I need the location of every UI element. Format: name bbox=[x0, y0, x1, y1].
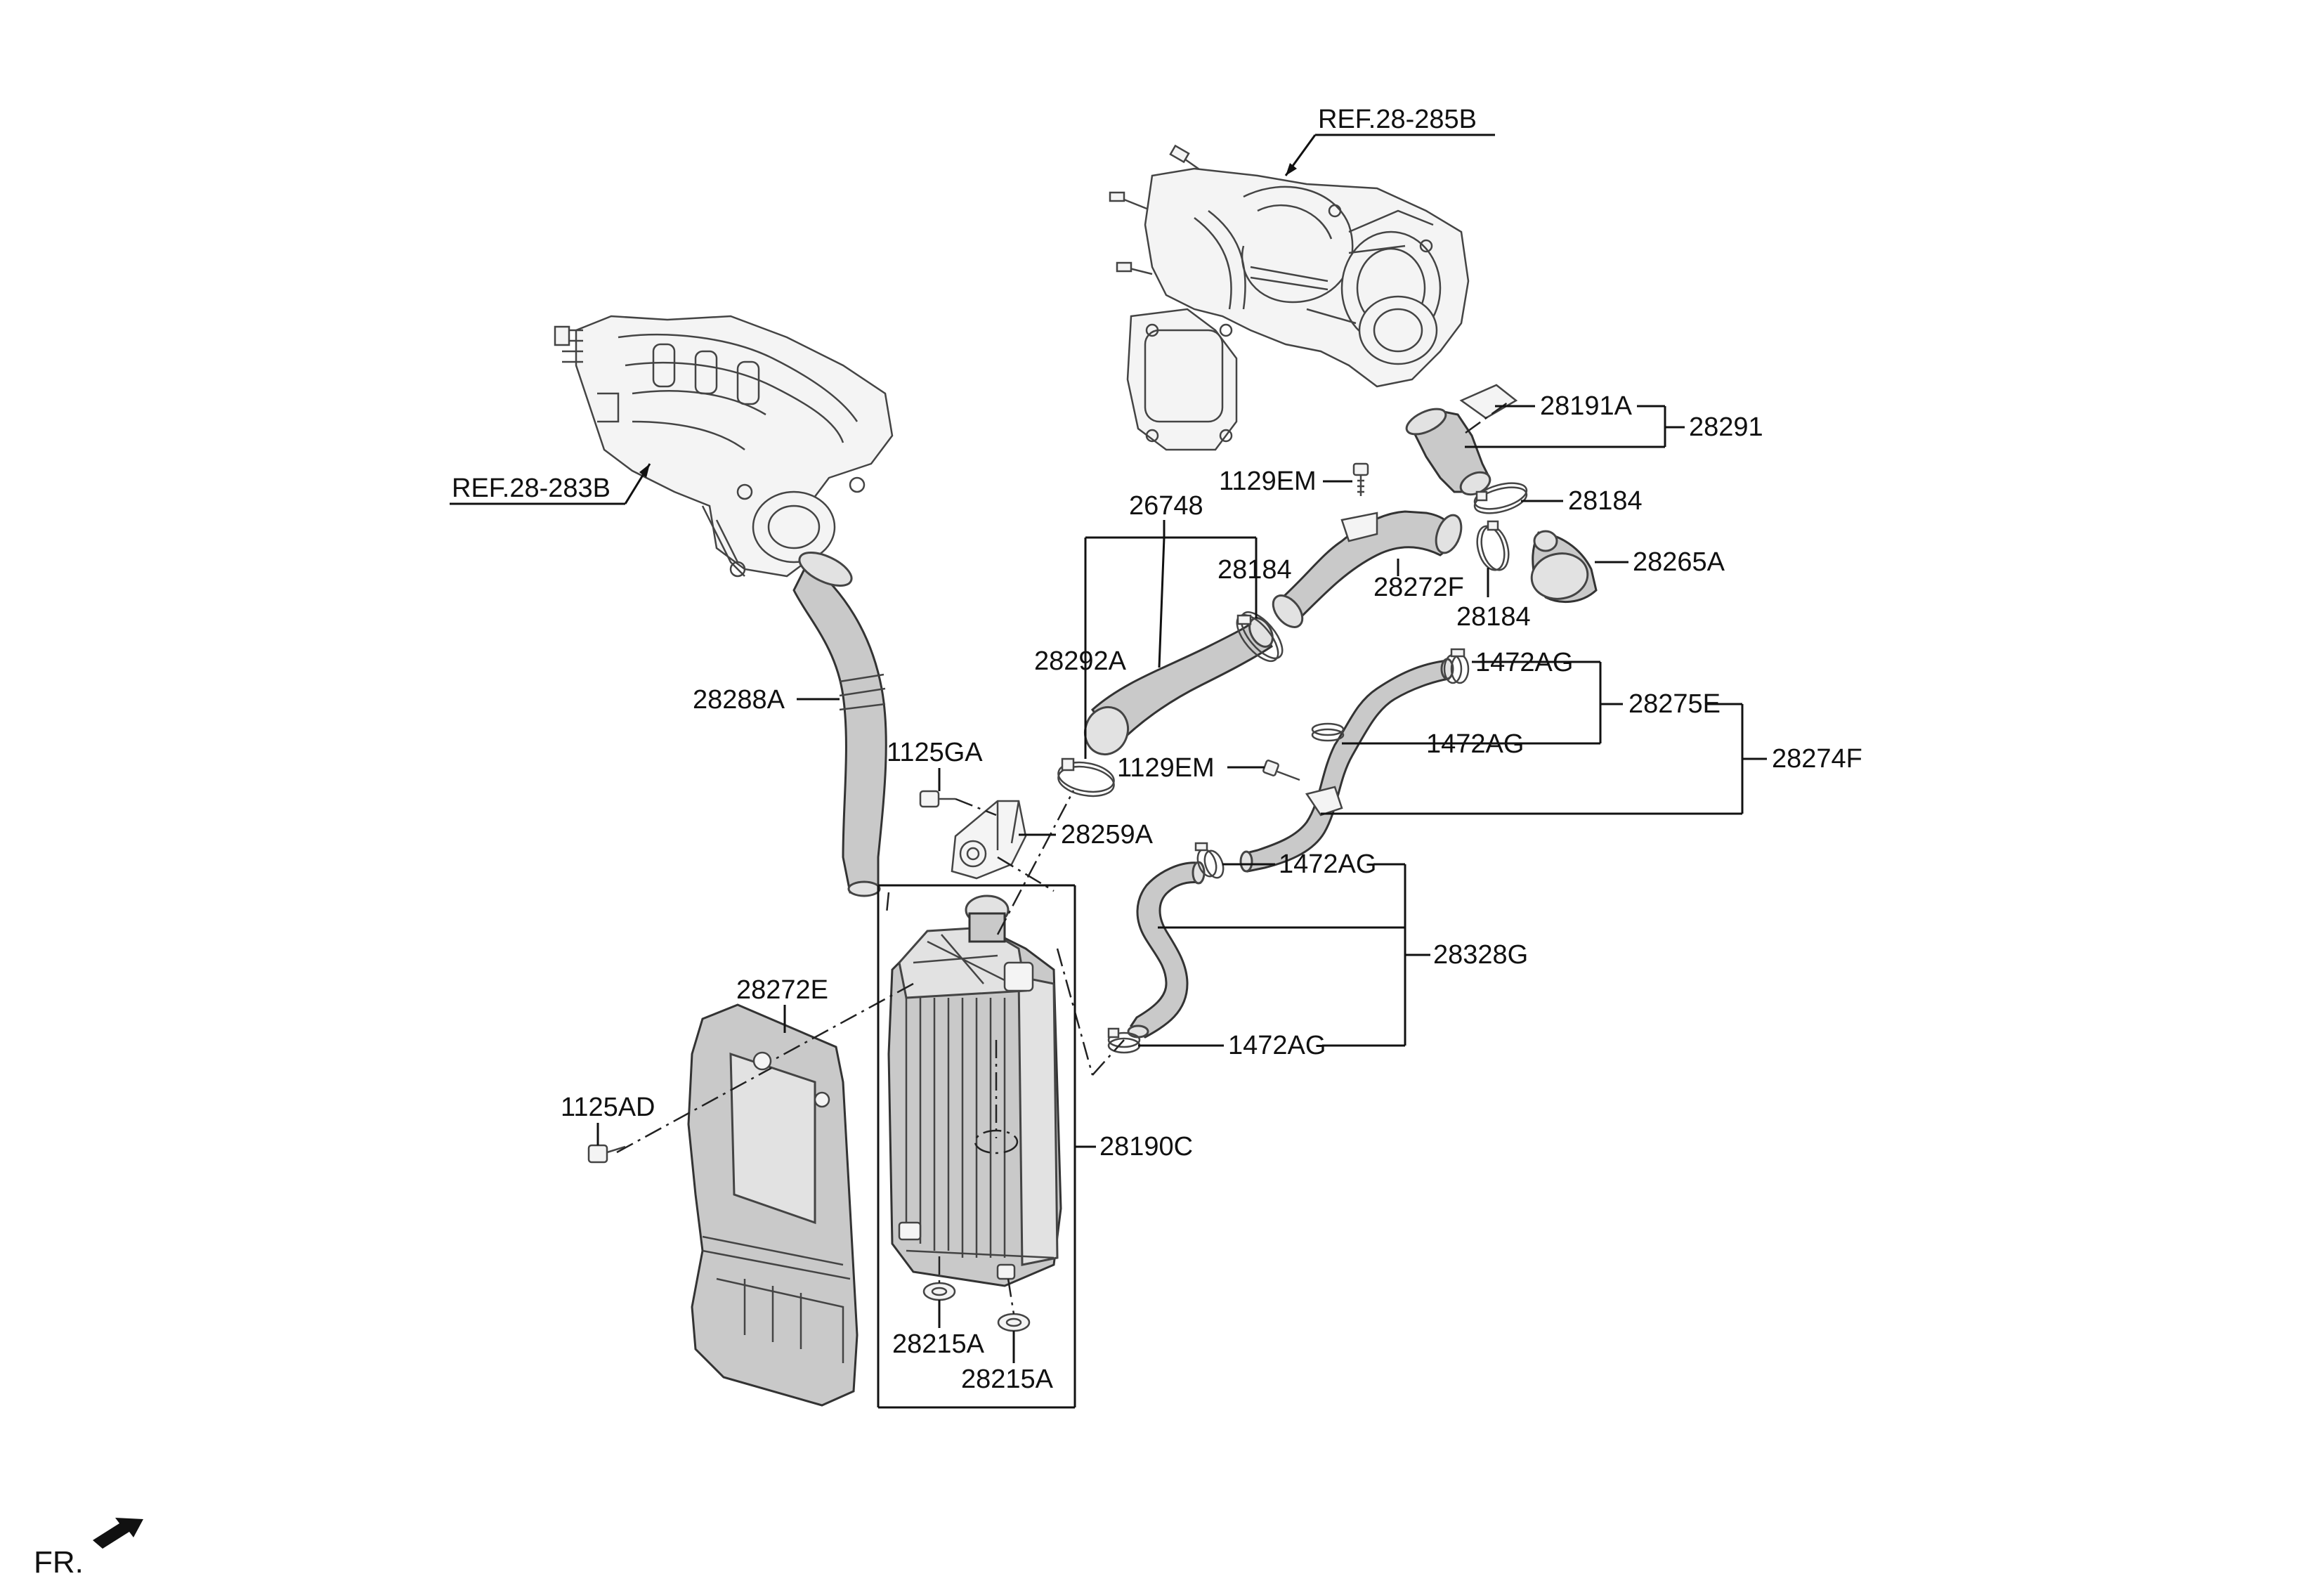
label-1472AG-d: 1472AG bbox=[1228, 1031, 1326, 1060]
clamp-1472AG-a[interactable] bbox=[1443, 648, 1470, 684]
label-1125AD: 1125AD bbox=[561, 1093, 655, 1122]
bolt-1129EM-mid[interactable] bbox=[1262, 760, 1300, 781]
label-1472AG-b: 1472AG bbox=[1426, 729, 1524, 759]
clamp-28184-c[interactable] bbox=[1473, 520, 1513, 573]
leader-lines bbox=[596, 405, 1767, 1409]
pipe-28272F[interactable] bbox=[1267, 510, 1466, 632]
label-28288A: 28288A bbox=[693, 685, 785, 715]
label-1129EM-top: 1129EM bbox=[1219, 467, 1317, 496]
ref-turbo-callout: REF.28-285B bbox=[1284, 105, 1495, 176]
front-label: FR. bbox=[34, 1545, 84, 1580]
label-28272E: 28272E bbox=[736, 975, 828, 1005]
turbocharger-assembly[interactable] bbox=[1109, 144, 1470, 451]
label-28184-c: 28184 bbox=[1456, 602, 1531, 632]
bracket-28259A[interactable] bbox=[951, 800, 1027, 880]
label-28215A-a: 28215A bbox=[892, 1329, 985, 1359]
hose-28265A[interactable] bbox=[1528, 530, 1598, 604]
label-28265A: 28265A bbox=[1633, 547, 1725, 577]
air-guide-28272E[interactable] bbox=[687, 1003, 859, 1407]
label-28328G: 28328G bbox=[1433, 940, 1528, 970]
front-direction-arrow-icon bbox=[93, 1518, 143, 1549]
front-orientation: FR. bbox=[34, 1518, 143, 1580]
intercooler-28190C[interactable] bbox=[887, 894, 1062, 1287]
label-1125GA: 1125GA bbox=[887, 738, 983, 767]
ref-manifold-label: REF.28-283B bbox=[452, 474, 611, 503]
label-28291: 28291 bbox=[1689, 412, 1763, 442]
label-1472AG-c: 1472AG bbox=[1279, 850, 1376, 879]
intake-manifold-assembly[interactable] bbox=[554, 315, 894, 578]
clamp-1472AG-d[interactable] bbox=[1107, 1027, 1141, 1054]
clamp-28184-b[interactable] bbox=[1229, 606, 1289, 668]
label-28292A: 28292A bbox=[1034, 646, 1127, 676]
clamp-1472AG-c[interactable] bbox=[1194, 842, 1227, 880]
label-28274F: 28274F bbox=[1772, 744, 1862, 774]
label-1472AG-a: 1472AG bbox=[1475, 648, 1573, 677]
bolt-1125AD[interactable] bbox=[587, 1144, 626, 1164]
hose-28292A[interactable] bbox=[1078, 614, 1277, 760]
clamp-28184-a[interactable] bbox=[1472, 479, 1529, 519]
label-28275E: 28275E bbox=[1628, 689, 1721, 719]
duct-28291[interactable] bbox=[1403, 404, 1494, 499]
label-1129EM-mid: 1129EM bbox=[1117, 753, 1215, 783]
label-28272F: 28272F bbox=[1373, 573, 1464, 602]
bolt-1125GA[interactable] bbox=[919, 790, 955, 808]
ref-turbo-label: REF.28-285B bbox=[1318, 105, 1477, 134]
label-28191A: 28191A bbox=[1540, 391, 1633, 421]
ref-manifold-callout: REF.28-283B bbox=[450, 463, 651, 505]
label-26748: 26748 bbox=[1129, 491, 1203, 521]
clamp-1472AG-b[interactable] bbox=[1311, 722, 1345, 742]
label-28190C: 28190C bbox=[1099, 1132, 1193, 1161]
label-28184-b: 28184 bbox=[1218, 555, 1292, 585]
label-28215A-b: 28215A bbox=[961, 1365, 1054, 1394]
hose-28328G[interactable] bbox=[1127, 861, 1206, 1039]
label-28184-a: 28184 bbox=[1568, 486, 1643, 516]
part-labels: 28191A 28291 1129EM 28184 26748 28184 28… bbox=[561, 391, 1862, 1394]
clamp-28292A-lower[interactable] bbox=[1056, 757, 1116, 800]
hose-28288A[interactable] bbox=[792, 546, 887, 897]
grommet-28215A-a[interactable] bbox=[922, 1282, 956, 1301]
gasket-28191A[interactable] bbox=[1459, 384, 1518, 419]
label-28259A: 28259A bbox=[1061, 820, 1154, 850]
grommet-28215A-b[interactable] bbox=[997, 1313, 1031, 1332]
bolt-1129EM-top[interactable] bbox=[1352, 462, 1369, 496]
